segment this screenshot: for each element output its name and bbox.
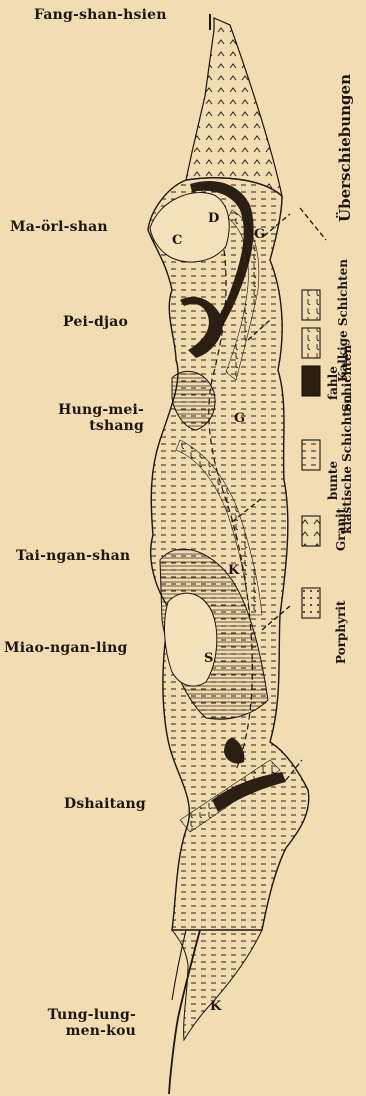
place-label: Dshaitang: [64, 796, 146, 812]
legend-box-granit: [302, 516, 320, 546]
place-fang-shan-hsien: Fang-shan-hsien: [34, 7, 167, 23]
legend-box-bunte-klastische: [302, 440, 320, 470]
place-miao-ngan-ling: Miao-ngan-ling: [4, 640, 127, 656]
legend-thrust-label: Überschiebungen: [336, 74, 354, 222]
place-label: Ma-örl-shan: [10, 219, 108, 235]
legend-box-kalkige-2: [302, 328, 320, 358]
map-letter-k-2: K: [210, 999, 222, 1014]
place-label-line-1: Hung-mei-: [48, 402, 144, 418]
place-label-line-1: Tung-lung-: [40, 1007, 136, 1023]
place-label: Fang-shan-hsien: [34, 7, 167, 23]
place-tung-lung-men-kou: Tung-lung- men-kou: [40, 1007, 136, 1039]
legend-label-bunte-line-2: klastische Schichten: [340, 395, 354, 534]
place-tai-ngan-shan: Tai-ngan-shan: [16, 548, 130, 564]
legend-box-porphyrit: [302, 588, 320, 618]
map-letter-k-1: K: [228, 563, 240, 578]
legend-label-kalkige: Kalkige Schichten: [336, 259, 350, 382]
place-label-line-2: men-kou: [40, 1023, 136, 1039]
place-ma-orl-shan: Ma-örl-shan: [10, 219, 108, 235]
place-label-line-2: tshang: [48, 418, 144, 434]
legend-thrust-line: [300, 208, 326, 240]
granite-body: [186, 18, 282, 196]
map-letter-s: S: [204, 651, 213, 666]
map-letter-g-1: G: [254, 227, 265, 242]
place-pei-djao: Pei-djao: [63, 314, 128, 330]
legend-box-fahle-schichten: [302, 366, 320, 396]
legend-label-porphyrit: Porphyrit: [334, 600, 348, 664]
place-label: Miao-ngan-ling: [4, 640, 127, 656]
place-label: Tai-ngan-shan: [16, 548, 130, 564]
legend-label-bunte-line-1: bunte: [326, 461, 340, 500]
map-letter-c: C: [172, 233, 182, 248]
place-hung-mei-tshang: Hung-mei- tshang: [48, 402, 144, 434]
map-letter-g-2: G: [234, 411, 245, 426]
miao-ngan-ling-core: [165, 593, 217, 686]
place-dshaitang: Dshaitang: [64, 796, 146, 812]
place-label: Pei-djao: [63, 314, 128, 330]
legend-box-kalkige-1: [302, 290, 320, 320]
map-letter-d: D: [208, 211, 219, 226]
